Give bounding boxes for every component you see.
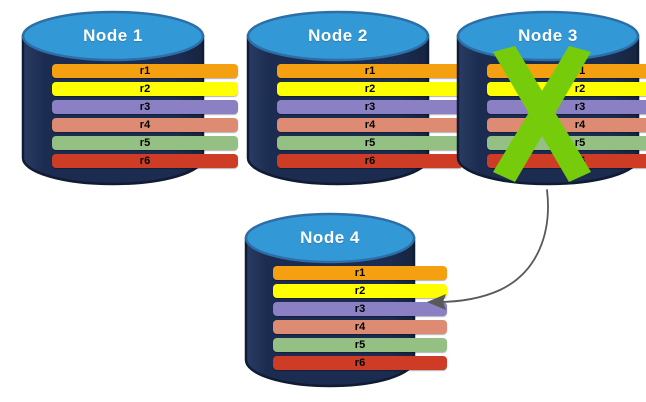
node-1-row-r3[interactable]: r3: [52, 100, 238, 114]
node-4-row-r4[interactable]: r4: [273, 320, 447, 334]
node-3-row-r5[interactable]: r5: [487, 136, 646, 150]
node-4[interactable]: Node 4 r1 r2 r3 r4 r5 r6: [243, 212, 447, 390]
node-1-row-r1[interactable]: r1: [52, 64, 238, 78]
node-3-row-r1[interactable]: r1: [487, 64, 646, 78]
node-4-row-r5[interactable]: r5: [273, 338, 447, 352]
node-3-row-r6[interactable]: r6: [487, 154, 646, 168]
node-4-row-r6[interactable]: r6: [273, 356, 447, 370]
node-2-row-r3[interactable]: r3: [277, 100, 463, 114]
node-4-row-r3[interactable]: r3: [273, 302, 447, 316]
node-2-row-r2[interactable]: r2: [277, 82, 463, 96]
node-2-rows: r1 r2 r3 r4 r5 r6: [245, 64, 495, 168]
node-2-row-r4[interactable]: r4: [277, 118, 463, 132]
node-4-row-r2[interactable]: r2: [273, 284, 447, 298]
node-2[interactable]: Node 2 r1 r2 r3 r4 r5 r6: [245, 10, 463, 188]
node-1-row-r5[interactable]: r5: [52, 136, 238, 150]
node-1-rows: r1 r2 r3 r4 r5 r6: [20, 64, 270, 168]
node-1-row-r4[interactable]: r4: [52, 118, 238, 132]
node-2-row-r5[interactable]: r5: [277, 136, 463, 150]
node-1[interactable]: Node 1 r1 r2 r3 r4 r5 r6: [20, 10, 238, 188]
node-3-row-r2[interactable]: r2: [487, 82, 646, 96]
node-2-row-r6[interactable]: r6: [277, 154, 463, 168]
node-4-row-r1[interactable]: r1: [273, 266, 447, 280]
node-3-row-r4[interactable]: r4: [487, 118, 646, 132]
node-3-row-r3[interactable]: r3: [487, 100, 646, 114]
node-4-rows: r1 r2 r3 r4 r5 r6: [243, 266, 477, 370]
node-2-row-r1[interactable]: r1: [277, 64, 463, 78]
node-3[interactable]: Node 3 r1 r2 r3 r4 r5 r6: [455, 10, 646, 188]
node-1-row-r6[interactable]: r6: [52, 154, 238, 168]
node-3-rows: r1 r2 r3 r4 r5 r6: [455, 64, 646, 168]
node-1-row-r2[interactable]: r2: [52, 82, 238, 96]
